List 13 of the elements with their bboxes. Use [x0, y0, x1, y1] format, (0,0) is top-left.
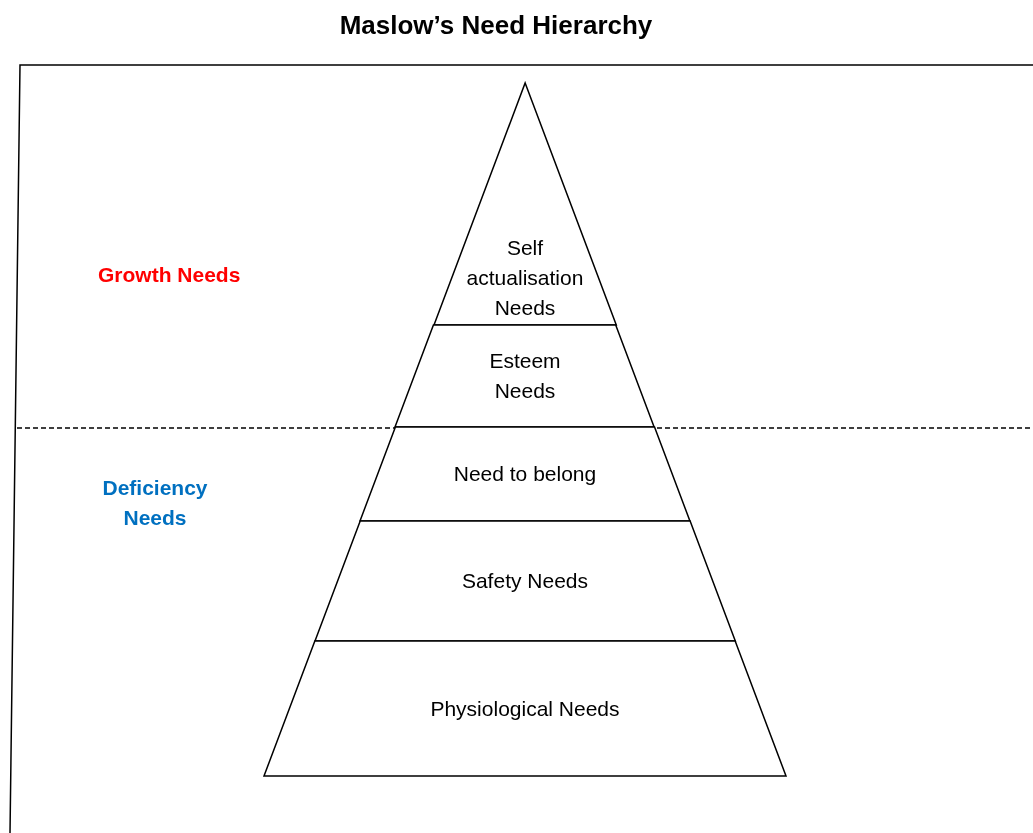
layer-label: Physiological Needs	[429, 695, 621, 722]
layer-label: Esteem Needs	[488, 348, 562, 404]
pyramid-layer	[433, 83, 617, 325]
layer-label: Self actualisation Needs	[465, 235, 585, 321]
title: Maslow’s Need Hierarchy	[338, 10, 654, 41]
pyramid-layer	[314, 521, 736, 641]
layer-label: Need to belong	[452, 461, 598, 487]
pyramid-layer	[360, 427, 690, 521]
pyramid-layer	[264, 641, 786, 776]
layer-label: Safety Needs	[460, 568, 589, 594]
category-label: Deficiency Needs	[101, 475, 209, 531]
pyramid-layer	[395, 325, 655, 427]
category-label: Growth Needs	[98, 262, 242, 288]
